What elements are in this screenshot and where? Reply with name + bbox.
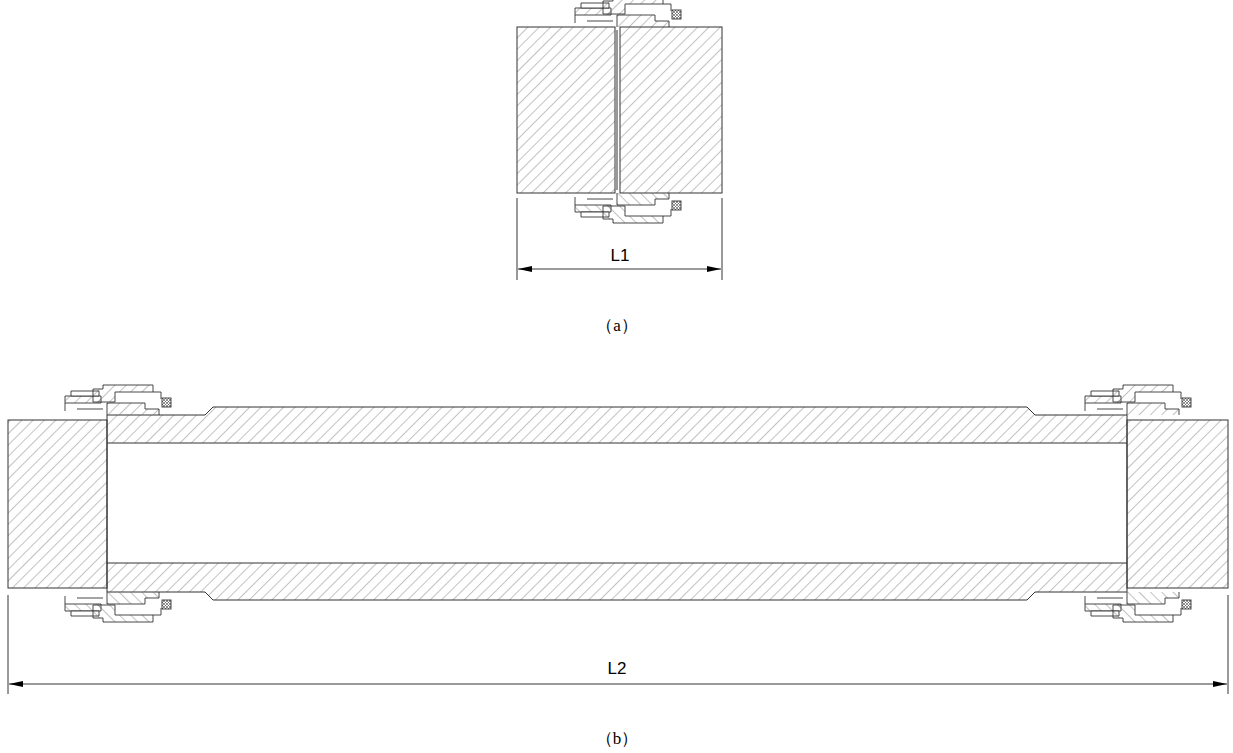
right-block <box>620 27 722 193</box>
extension-line <box>1228 595 1229 694</box>
dimension-line <box>9 684 1227 685</box>
dimension-l1 <box>517 198 722 280</box>
coupling <box>65 385 171 415</box>
joint-b <box>8 385 1228 622</box>
joint-a <box>517 0 722 223</box>
extension-line <box>722 198 723 280</box>
left-plug <box>8 420 107 588</box>
coupling <box>575 0 681 27</box>
bore-end <box>107 443 108 563</box>
coupling <box>1085 592 1191 622</box>
dimension-label: L2 <box>606 659 629 679</box>
dimension-line <box>518 269 721 270</box>
extension-line <box>8 595 9 694</box>
coupling <box>575 193 681 223</box>
bore-end <box>1127 443 1128 563</box>
dimension-l2 <box>8 595 1228 694</box>
right-plug <box>1127 420 1228 588</box>
left-block <box>517 27 615 193</box>
view-caption: （a） <box>594 316 640 336</box>
dimension-label: L1 <box>609 246 632 266</box>
joint-line <box>617 30 618 190</box>
coupling <box>1085 385 1191 415</box>
coupling <box>65 592 171 622</box>
tube-wall <box>107 407 1127 443</box>
tube-wall <box>107 563 1127 600</box>
extension-line <box>517 198 518 280</box>
view-caption: （b） <box>594 729 641 749</box>
